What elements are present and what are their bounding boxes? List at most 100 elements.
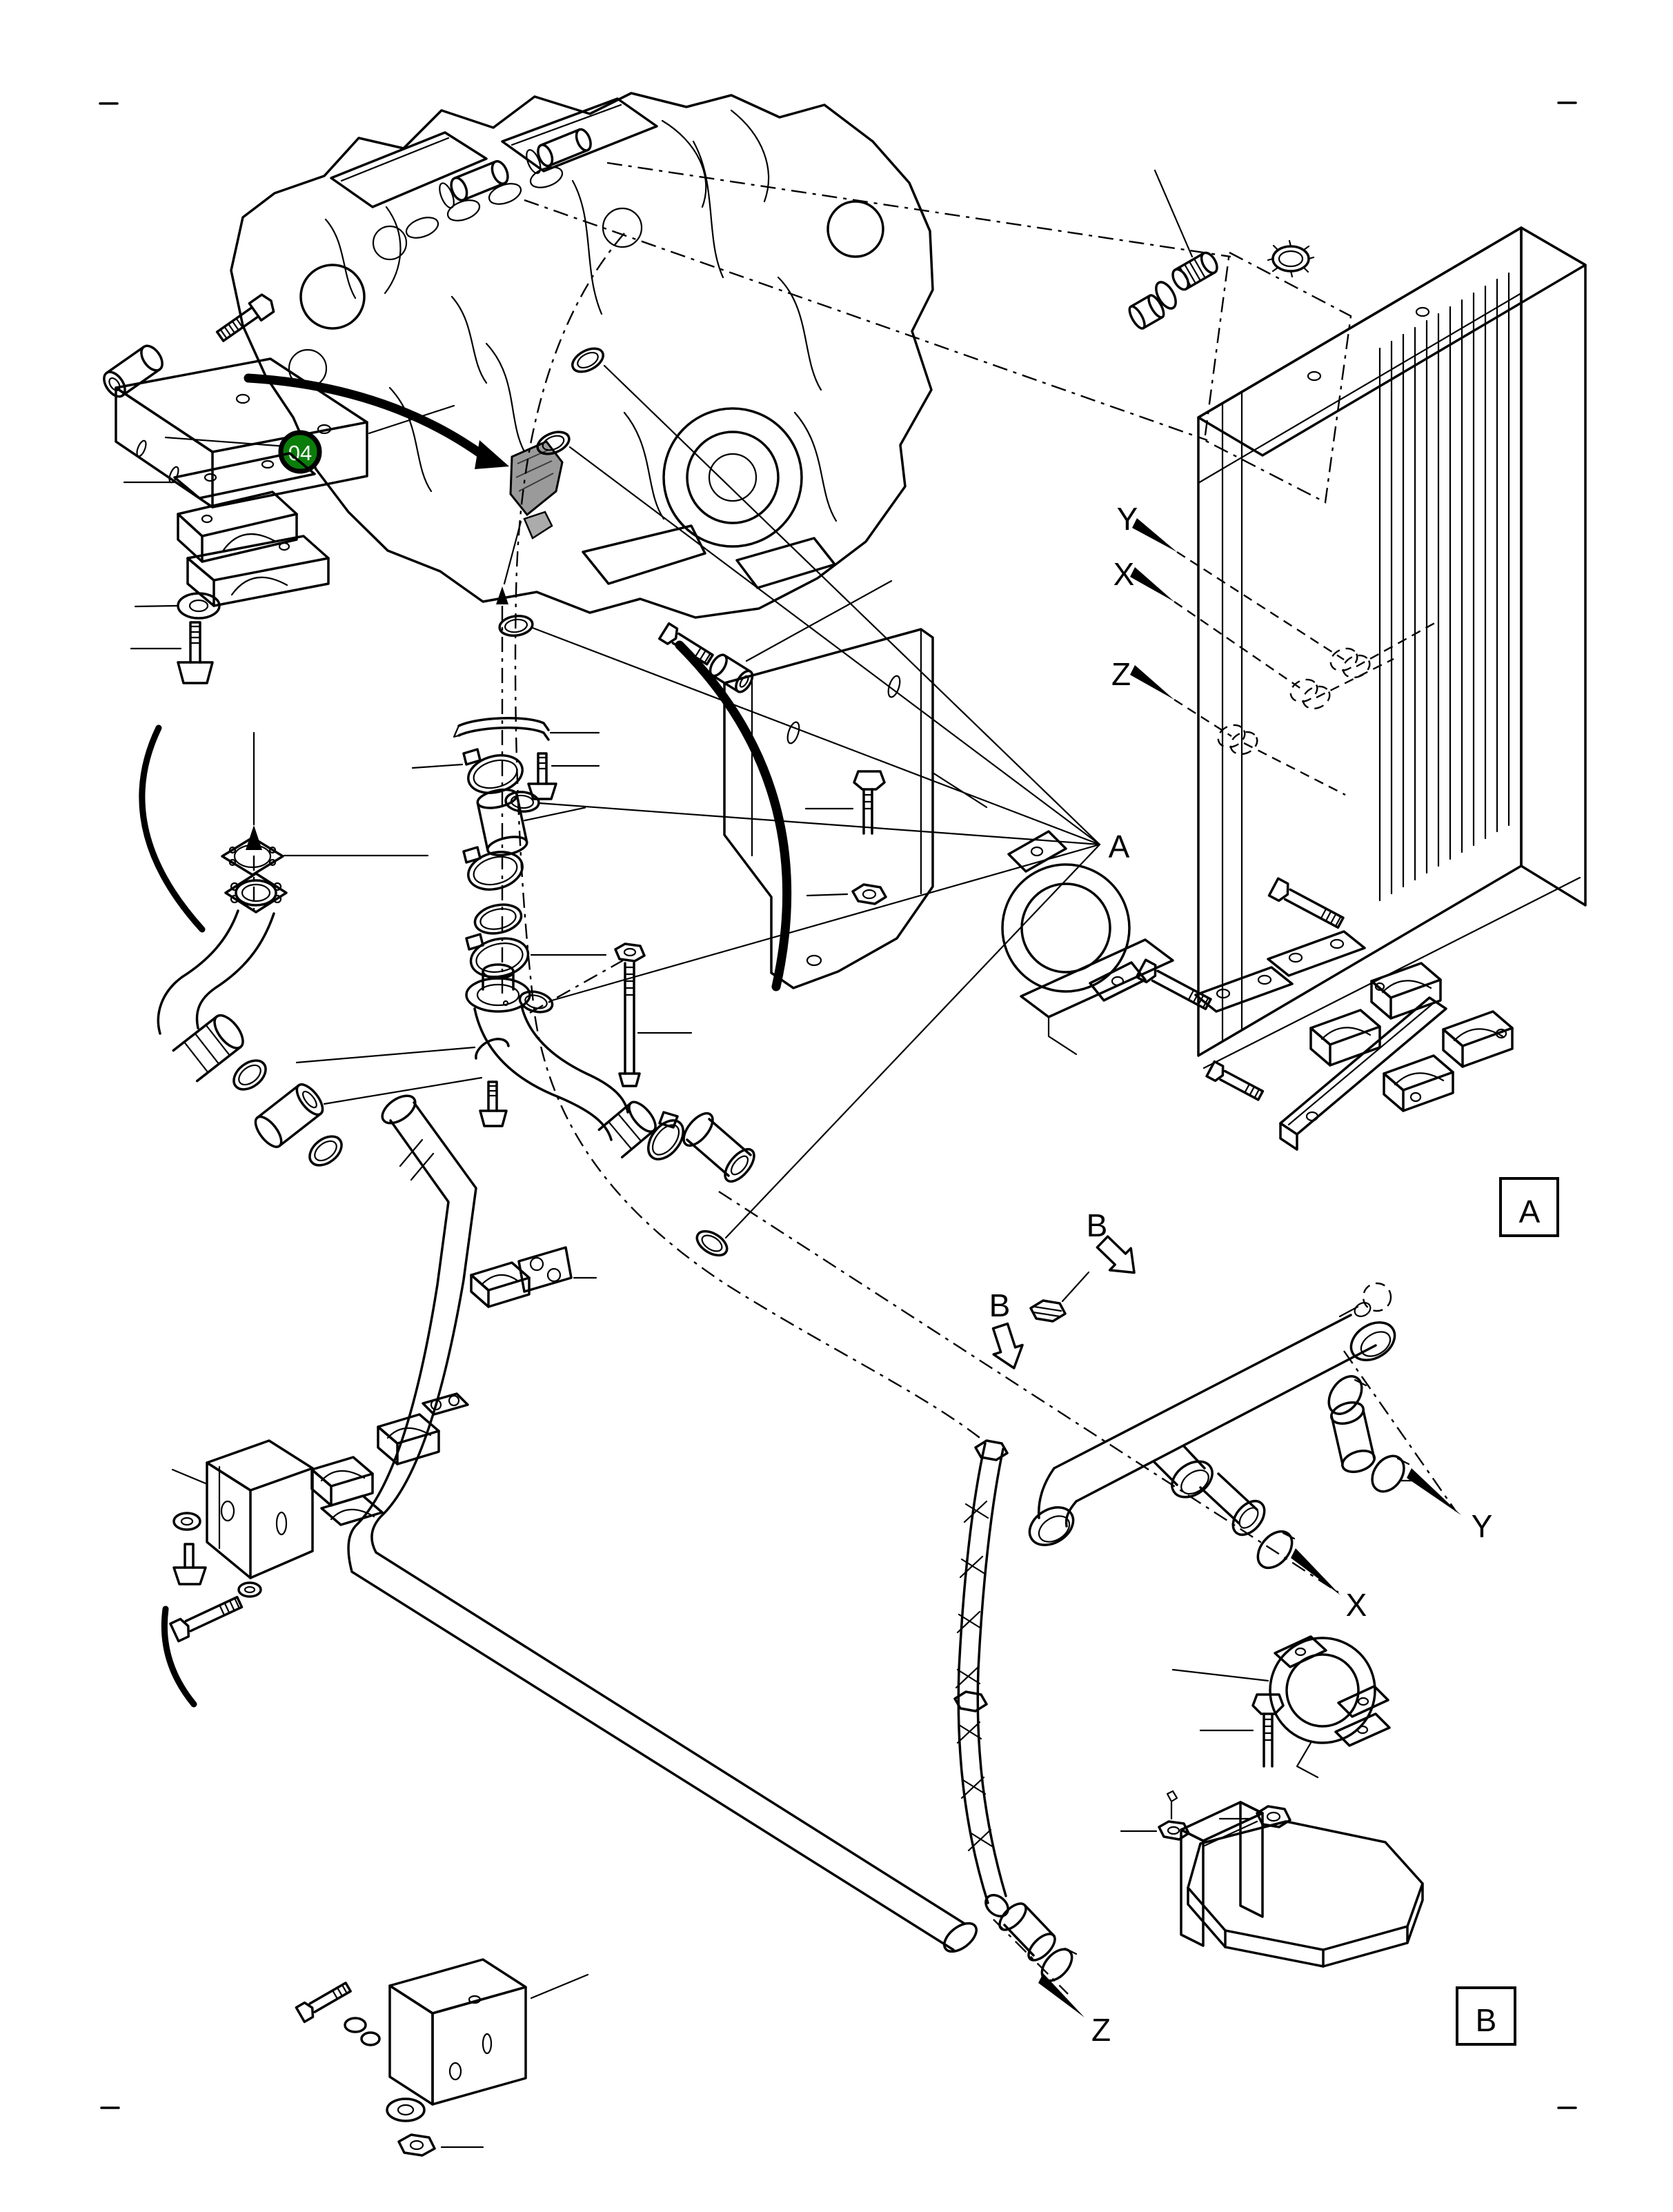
washer (134, 592, 221, 620)
nut-r3 (806, 883, 887, 905)
nut-c (1120, 1790, 1190, 1841)
hose-clamp-1 (411, 748, 524, 794)
clamp-half-a1 (1370, 962, 1442, 1020)
valve-cover-left (330, 131, 488, 208)
clamp-block-lower (186, 535, 330, 607)
hose-a-group: A (498, 233, 1130, 1443)
outlet-elbow (473, 1005, 657, 1158)
staple-bracket (1180, 1801, 1264, 1947)
bolt-a2 (1135, 958, 1212, 1011)
octagon-base (1187, 1820, 1424, 1968)
whip-leader-engine (244, 373, 488, 460)
callout-x-upper: X (1113, 556, 1135, 592)
whip-leader-left (139, 724, 206, 933)
hose-z (998, 1902, 1056, 1962)
a-fan-lines (531, 364, 1101, 1239)
crop-marks (99, 101, 1577, 2109)
pipe-clamp-halves (310, 1456, 384, 1526)
pipe-clamp-block-2 (377, 1413, 440, 1465)
radiator-core-fins (1378, 272, 1510, 902)
washer-e (386, 2097, 426, 2122)
support-bracket (171, 1439, 314, 1579)
braided-hose: Z (953, 1439, 1111, 2048)
engine-assembly (230, 92, 1231, 619)
mount-rail (1279, 996, 1447, 1151)
hose-clamp-3 (465, 933, 607, 978)
seal-ring (232, 1059, 267, 1091)
part-badge-04: 04 (278, 430, 322, 474)
hose-clamp-4 (647, 1111, 684, 1161)
port-callout-lines (1130, 518, 1439, 796)
radiator-inlet-fitting (1128, 169, 1218, 330)
bolt-a (172, 1543, 207, 1586)
pipe-bracket-group (161, 1392, 469, 1708)
callout-y-upper: Y (1117, 501, 1138, 537)
lower-coolant-pipe (347, 1094, 978, 1953)
nut-e (397, 2133, 484, 2157)
highlighted-fitting (509, 440, 564, 540)
bleed-fitting (1029, 1271, 1090, 1323)
clamp-plate-a2 (1194, 966, 1294, 1013)
clamp-half-a4 (1383, 1054, 1454, 1112)
svg-text:B: B (1087, 1207, 1108, 1243)
small-bolt (479, 1080, 508, 1127)
elbow-pipe (157, 909, 275, 1083)
callout-x-lower: X (1346, 1587, 1367, 1623)
washer-b (237, 1581, 262, 1598)
t-pipe-assembly: B B Y (718, 1190, 1493, 1623)
retainer-plates (453, 717, 600, 741)
bolt (215, 293, 275, 342)
hose-union-2 (526, 128, 592, 175)
svg-text:B: B (989, 1287, 1011, 1323)
radiator-ports (1217, 647, 1371, 756)
bolt-d (295, 1982, 352, 2024)
seal-ring-2 (308, 1135, 343, 1167)
valve-cover-right (501, 97, 658, 172)
lower-support-bracket-group (295, 1958, 589, 2157)
callout-a-group: A (1109, 829, 1130, 865)
bolt-a3 (1205, 1060, 1265, 1101)
stud-and-nut (529, 942, 693, 1087)
whip-leader-center (675, 640, 792, 991)
callout-z-upper: Z (1111, 656, 1131, 692)
bolt-r2 (804, 770, 886, 835)
sheet-bracket (723, 628, 934, 989)
spacer-sleeve (103, 344, 164, 398)
hose-clamp-2 (462, 846, 524, 891)
detail-b-parts (1120, 1635, 1424, 1968)
clamp-half-a3 (1442, 1010, 1514, 1068)
flywheel-housing (662, 407, 803, 548)
hose-union-1 (439, 160, 509, 209)
flange-elbow-chain (157, 731, 510, 1167)
chain-y: Y (1327, 1350, 1493, 1544)
connector-sleeve (254, 1083, 324, 1148)
bolt-a1 (1267, 877, 1345, 929)
gasket (221, 836, 429, 876)
round-clamp-b (1171, 1635, 1391, 1779)
retainer-plate-2 (422, 1392, 469, 1416)
bolt-r1 (658, 622, 714, 666)
washer-a (172, 1512, 201, 1531)
callout-z-lower: Z (1091, 2012, 1111, 2048)
bolt-vertical (130, 621, 214, 684)
bolt-m (527, 752, 600, 800)
radiator: Y X Z (1111, 169, 1587, 1069)
detail-b-box: B (1456, 1986, 1516, 2046)
detail-a-parts (1135, 877, 1514, 1151)
round-pipe-clamp (931, 771, 1174, 1056)
callout-y-lower: Y (1472, 1508, 1493, 1544)
clamp-plate-a1 (1267, 930, 1366, 977)
hose-sleeve-m (476, 788, 586, 857)
circlip (475, 1038, 510, 1060)
whip-leader-3 (161, 1606, 197, 1708)
seal-ring-m (473, 903, 523, 935)
filler-cap (1267, 239, 1315, 278)
long-bolt (169, 1596, 244, 1643)
mid-pipe-clamp (470, 1246, 597, 1308)
chain-x: X (718, 1190, 1367, 1623)
bolt-b1 (1199, 1693, 1285, 1768)
b-arrow-top: B (1087, 1207, 1136, 1274)
clamp-plate (123, 452, 316, 500)
svg-text:B: B (1476, 2002, 1497, 2038)
